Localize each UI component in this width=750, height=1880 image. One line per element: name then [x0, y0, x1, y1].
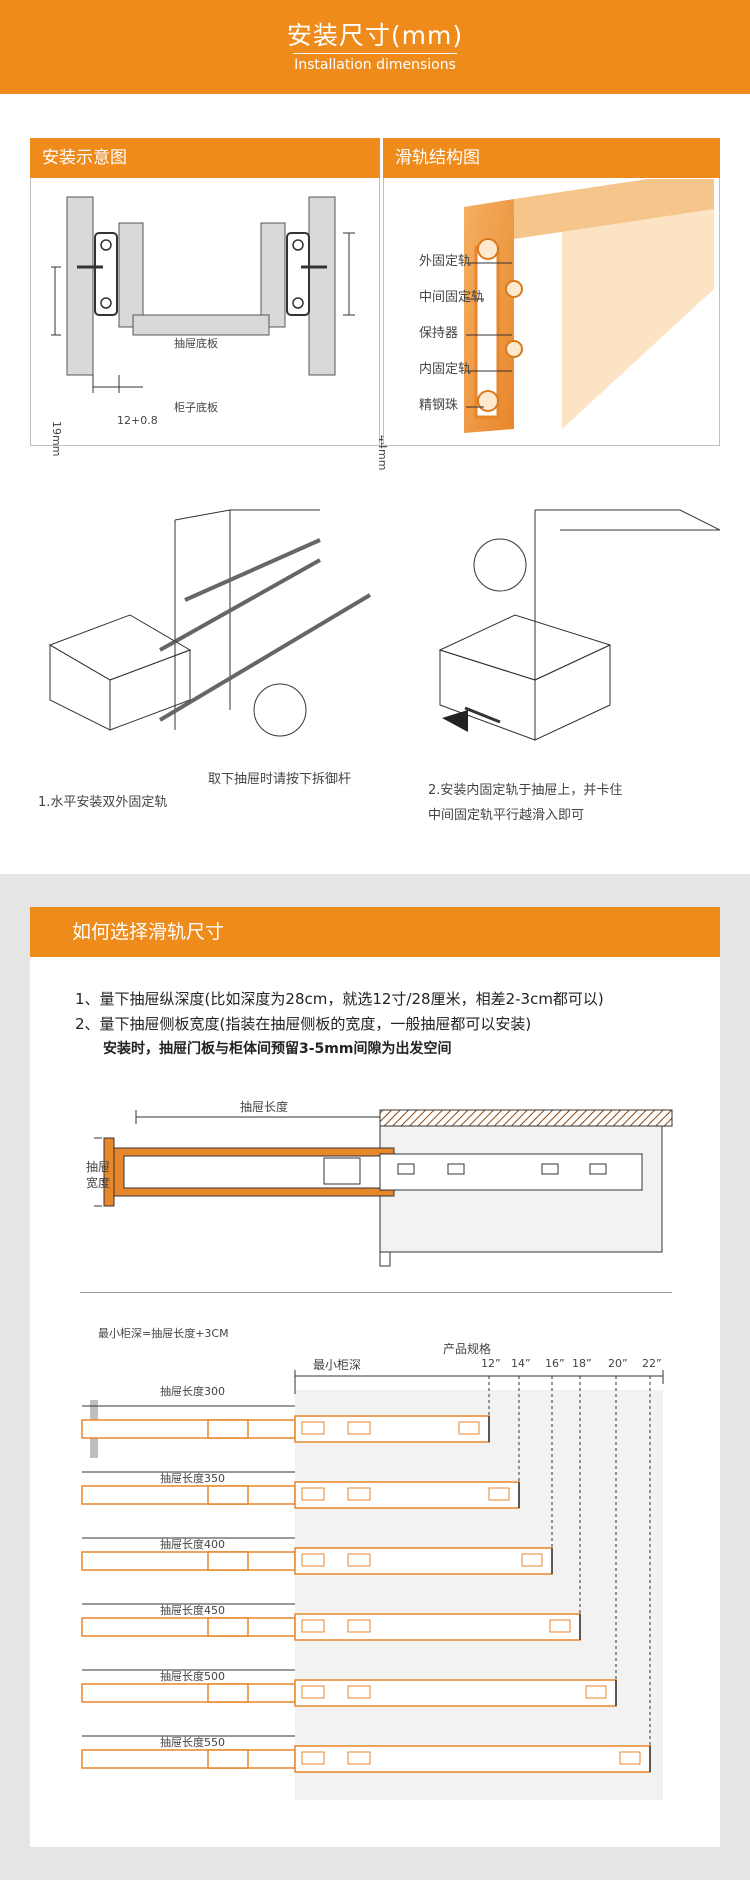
- part-steel-balls: 精钢珠: [419, 398, 459, 413]
- drawer-side-left: [118, 222, 144, 328]
- drawer-side-right: [260, 222, 286, 328]
- row-label-400: 抽屉长度400: [160, 1538, 225, 1551]
- step2-illustration: [438, 509, 720, 741]
- spec-22: 22”: [642, 1357, 662, 1370]
- install-diagram-title: 安装示意图: [30, 138, 380, 178]
- cabinet-wall-left: [66, 196, 94, 376]
- spec-18: 18”: [572, 1357, 592, 1370]
- spec-label: 产品规格: [443, 1342, 492, 1356]
- row-label-450: 抽屉长度450: [160, 1604, 225, 1617]
- cabinet-bottom-label: 柜子底板: [174, 401, 218, 414]
- step2-caption-line1: 2.安装内固定轨于抽屉上，并卡住: [428, 783, 623, 798]
- dim-gap-label: 12+0.8: [117, 414, 158, 427]
- drawer-bottom-board: [132, 314, 270, 336]
- cabinet-rail: [294, 1679, 617, 1707]
- structure-diagram-panel: 滑轨结构图 外固定轨 中间固定轨 保持器 内固定轨 精钢珠: [383, 138, 720, 446]
- part-inner-rail: 内固定轨: [419, 362, 472, 377]
- drawer-width-label-2: 宽度: [86, 1176, 111, 1190]
- step2-caption-line2: 中间固定轨平行越滑入即可: [428, 808, 585, 823]
- drawer-rail: [81, 1683, 296, 1703]
- min-depth-formula: 最小柜深=抽屉长度+3CM: [98, 1327, 229, 1340]
- rule-depth: 1、量下抽屉纵深度(比如深度为28cm，就选12寸/28厘米，相差2-3cm都可…: [75, 990, 604, 1008]
- cabinet-rail: [294, 1745, 651, 1773]
- rail-rows: [81, 1405, 651, 1773]
- structure-diagram-title: 滑轨结构图: [383, 138, 720, 178]
- min-depth-label: 最小柜深: [313, 1358, 362, 1372]
- part-middle-rail: 中间固定轨: [419, 290, 485, 305]
- drawer-bottom-label: 抽屉底板: [174, 337, 218, 350]
- spec-16: 16”: [545, 1357, 565, 1370]
- install-diagram-panel: 安装示意图 19mm 44mm 抽屉底板 柜子底板 12+0.8: [30, 138, 389, 470]
- spec-12: 12”: [481, 1357, 501, 1370]
- step1-caption: 1.水平安装双外固定轨: [38, 795, 168, 810]
- cabinet-rail: [294, 1481, 520, 1509]
- row-label-550: 抽屉长度550: [160, 1736, 225, 1749]
- size-chart-diagram: [81, 1370, 664, 1800]
- cabinet-wall-right: [308, 196, 336, 376]
- drawer-length-diagram: [94, 1109, 673, 1267]
- part-retainer: 保持器: [419, 326, 459, 341]
- rail-structure-drawing: [464, 179, 714, 433]
- drawer-width-label-1: 抽屉: [86, 1160, 111, 1174]
- rule-gap: 安装时，抽屉门板与柜体间预留3-5mm间隙为出发空间: [103, 1041, 452, 1057]
- rail-right: [286, 232, 310, 316]
- drawer-length-label: 抽屉长度: [240, 1100, 289, 1114]
- row-label-350: 抽屉长度350: [160, 1472, 225, 1485]
- title-divider: [293, 53, 457, 54]
- part-outer-rail: 外固定轨: [419, 254, 472, 269]
- drawer-rail: [81, 1749, 296, 1769]
- cabinet-rail: [294, 1415, 490, 1443]
- rule-width: 2、量下抽屉侧板宽度(指装在抽屉侧板的宽度，一般抽屉都可以安装): [75, 1015, 532, 1033]
- drawer-rail: [81, 1485, 296, 1505]
- page-title: 安装尺寸(mm): [286, 21, 464, 50]
- cabinet-rail: [294, 1547, 553, 1575]
- drawer-rail: [81, 1617, 296, 1637]
- dim-height-label: 19mm: [50, 421, 63, 457]
- step1-illustration: [48, 509, 372, 737]
- drawer-rail: [81, 1551, 296, 1571]
- row-label-300: 抽屉长度300: [160, 1385, 225, 1398]
- install-diagram: [51, 196, 355, 393]
- page-subtitle: Installation dimensions: [294, 57, 456, 73]
- row-label-500: 抽屉长度500: [160, 1670, 225, 1683]
- drawer-rail: [81, 1419, 296, 1439]
- remove-drawer-note: 取下抽屉时请按下拆御杆: [208, 772, 352, 787]
- section-divider: [80, 1292, 672, 1293]
- header-banner: 安装尺寸(mm) Installation dimensions: [0, 0, 750, 94]
- cabinet-rail: [294, 1613, 581, 1641]
- rail-left: [94, 232, 118, 316]
- choose-section-title: 如何选择滑轨尺寸: [30, 907, 720, 957]
- spec-14: 14”: [511, 1357, 531, 1370]
- spec-20: 20”: [608, 1357, 628, 1370]
